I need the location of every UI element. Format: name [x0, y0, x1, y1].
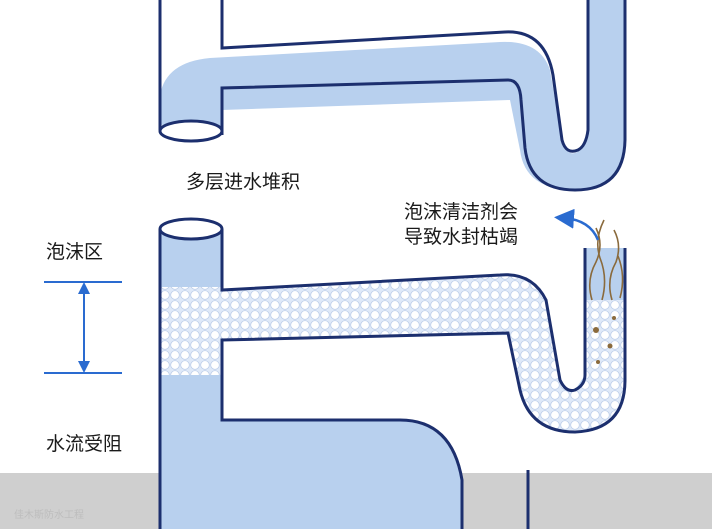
curved-arrow-icon	[554, 208, 600, 241]
odor-wisps-icon	[588, 219, 624, 301]
lower-pipe	[158, 217, 627, 529]
lower-pipe-water	[160, 375, 462, 529]
dryout-label-line1: 泡沫清洁剂会	[404, 201, 519, 223]
dryout-label: 泡沫清洁剂会 导致水封枯竭	[404, 200, 518, 249]
accumulation-label: 多层进水堆积	[186, 171, 301, 193]
up-arrow-icon	[78, 282, 90, 294]
foam-region	[160, 274, 625, 431]
upper-pipe-opening	[158, 119, 224, 143]
debris-particles	[593, 316, 616, 364]
foam-zone-label: 泡沫区	[46, 241, 104, 263]
lower-pipe-opening	[158, 217, 224, 241]
upper-pipe	[158, 0, 627, 192]
foam-zone-dimension	[44, 281, 122, 374]
down-arrow-icon	[78, 361, 90, 373]
flow-blocked-label: 水流受阻	[46, 433, 123, 455]
upper-pipe-water	[160, 0, 625, 190]
dryout-label-line2: 导致水封枯竭	[404, 225, 519, 248]
watermark: 佳木斯防水工程	[14, 510, 84, 521]
